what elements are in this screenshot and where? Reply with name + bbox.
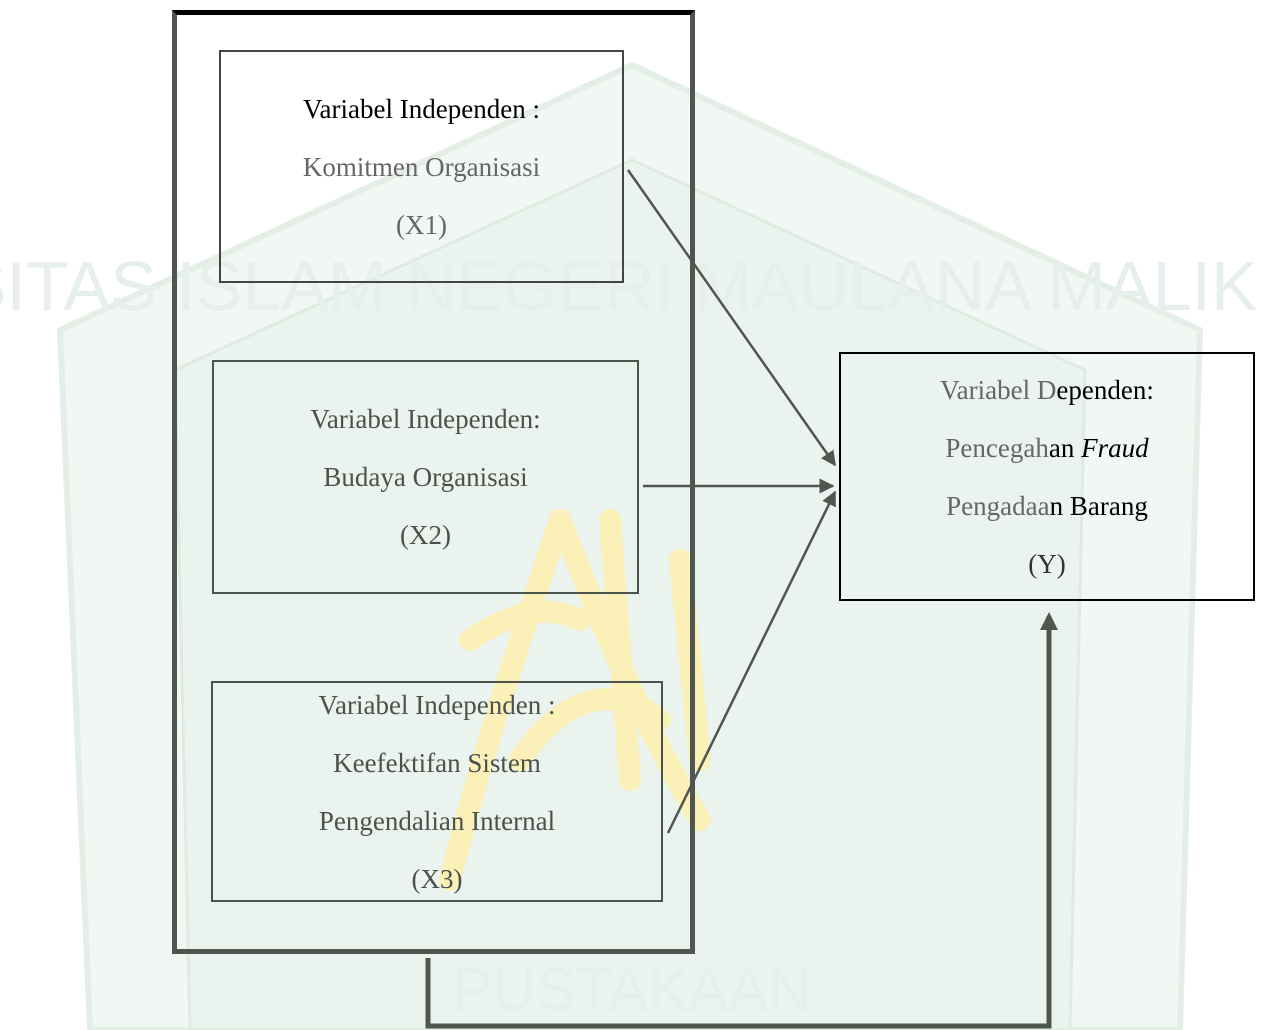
watermark-bottom-text: PUSTAKAAN: [453, 956, 812, 1023]
box-variable-code: (X1): [396, 209, 447, 240]
box-variable-name: Komitmen Organisasi: [302, 151, 541, 182]
box-title: Variabel Independen :: [318, 689, 556, 720]
arrow-simultaneous-head: [1040, 612, 1058, 630]
box-variable-code: (Y): [1028, 548, 1066, 579]
box-variable-name-line1: Pencegahan Fraud: [945, 432, 1149, 463]
box-variable-name-line1: Keefektifan Sistem: [333, 747, 541, 778]
box-variable-code: (X3): [411, 863, 463, 894]
box-variable-code: (X2): [400, 520, 451, 550]
independent-variable-box-x3: Variabel Independen : Keefektifan Sistem…: [211, 681, 663, 902]
independent-variable-box-x1: Variabel Independen : Komitmen Organisas…: [219, 50, 624, 283]
box-variable-name-line2: Pengadaan Barang: [946, 490, 1148, 521]
box-variable-name-line2: Pengendalian Internal: [318, 805, 556, 836]
box-title: Variabel Dependen:: [940, 374, 1154, 405]
box-title: Variabel Independen:: [310, 404, 541, 434]
independent-variable-box-x2: Variabel Independen: Budaya Organisasi (…: [212, 360, 639, 594]
dependent-variable-box-y: Variabel Dependen: Pencegahan Fraud Peng…: [839, 352, 1255, 601]
box-variable-name: Budaya Organisasi: [323, 462, 528, 492]
box-title: Variabel Independen :: [303, 93, 540, 124]
